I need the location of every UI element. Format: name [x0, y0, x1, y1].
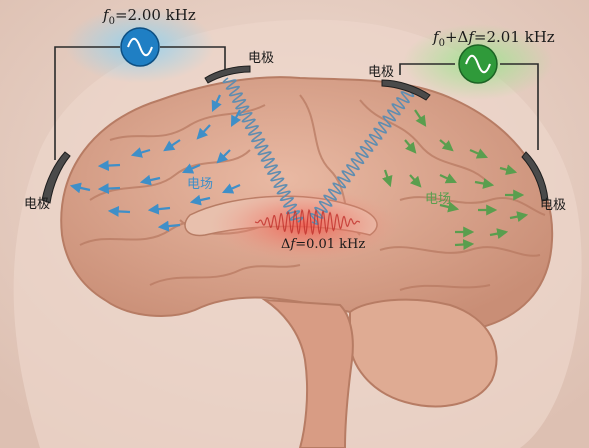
field-arrow — [189, 194, 211, 206]
field-arrow — [454, 239, 475, 251]
left-field-arrows — [69, 94, 241, 232]
right-source-label: f0+Δf=2.01 kHz — [432, 28, 555, 49]
field-arrow — [439, 201, 460, 213]
field-arrow — [157, 220, 181, 232]
field-arrow — [469, 148, 489, 159]
coil-right — [309, 84, 415, 226]
focus-glow — [210, 187, 400, 263]
left-source-label: f0=2.00 kHz — [102, 6, 196, 27]
field-arrow — [439, 139, 454, 152]
electrode-label-right: 电极 — [540, 198, 566, 213]
coil-left — [222, 77, 304, 223]
electrode-label-top-left: 电极 — [248, 51, 274, 66]
electrode-top-right — [381, 79, 431, 101]
electrodes — [41, 65, 549, 204]
field-arrow — [216, 149, 231, 164]
coils — [222, 77, 415, 226]
field-arrow — [439, 173, 457, 184]
field-arrow — [196, 124, 211, 140]
electrode-label-top-right: 电极 — [368, 65, 394, 80]
field-arrow — [181, 163, 201, 174]
field-arrow — [107, 205, 131, 217]
cerebellum — [349, 298, 498, 408]
electrode-left — [41, 151, 71, 204]
field-arrow — [139, 174, 161, 186]
right-source[interactable] — [458, 44, 498, 84]
field-arrow — [499, 164, 518, 176]
field-arrow — [69, 182, 91, 194]
field-arrow — [381, 169, 393, 188]
field-arrow — [474, 178, 495, 189]
wires — [54, 46, 539, 160]
left-field-label: 电场 — [187, 177, 213, 192]
electrode-right — [521, 151, 549, 202]
brainstem — [261, 298, 354, 448]
right-field-label: 电场 — [425, 192, 451, 207]
field-arrow — [211, 94, 222, 112]
field-arrow — [163, 139, 181, 152]
beat-waveform — [254, 208, 360, 236]
field-arrow — [489, 228, 509, 240]
field-arrow — [409, 174, 422, 188]
sine-wave-icon — [127, 37, 153, 57]
electrode-label-left: 电极 — [24, 197, 50, 212]
field-arrow — [221, 183, 241, 194]
field-arrow — [97, 183, 121, 195]
field-arrow — [509, 211, 529, 223]
left-source[interactable] — [120, 27, 160, 67]
field-arrow — [130, 147, 151, 158]
beat-frequency-label: Δf=0.01 kHz — [281, 237, 365, 252]
electrode-top-left — [204, 65, 251, 84]
field-arrow — [230, 109, 241, 127]
sine-wave-icon — [465, 54, 491, 74]
field-arrow — [97, 160, 121, 172]
field-arrow — [404, 139, 417, 154]
right-field-arrows — [381, 109, 529, 251]
field-arrow — [147, 203, 171, 215]
field-arrow — [414, 109, 427, 127]
